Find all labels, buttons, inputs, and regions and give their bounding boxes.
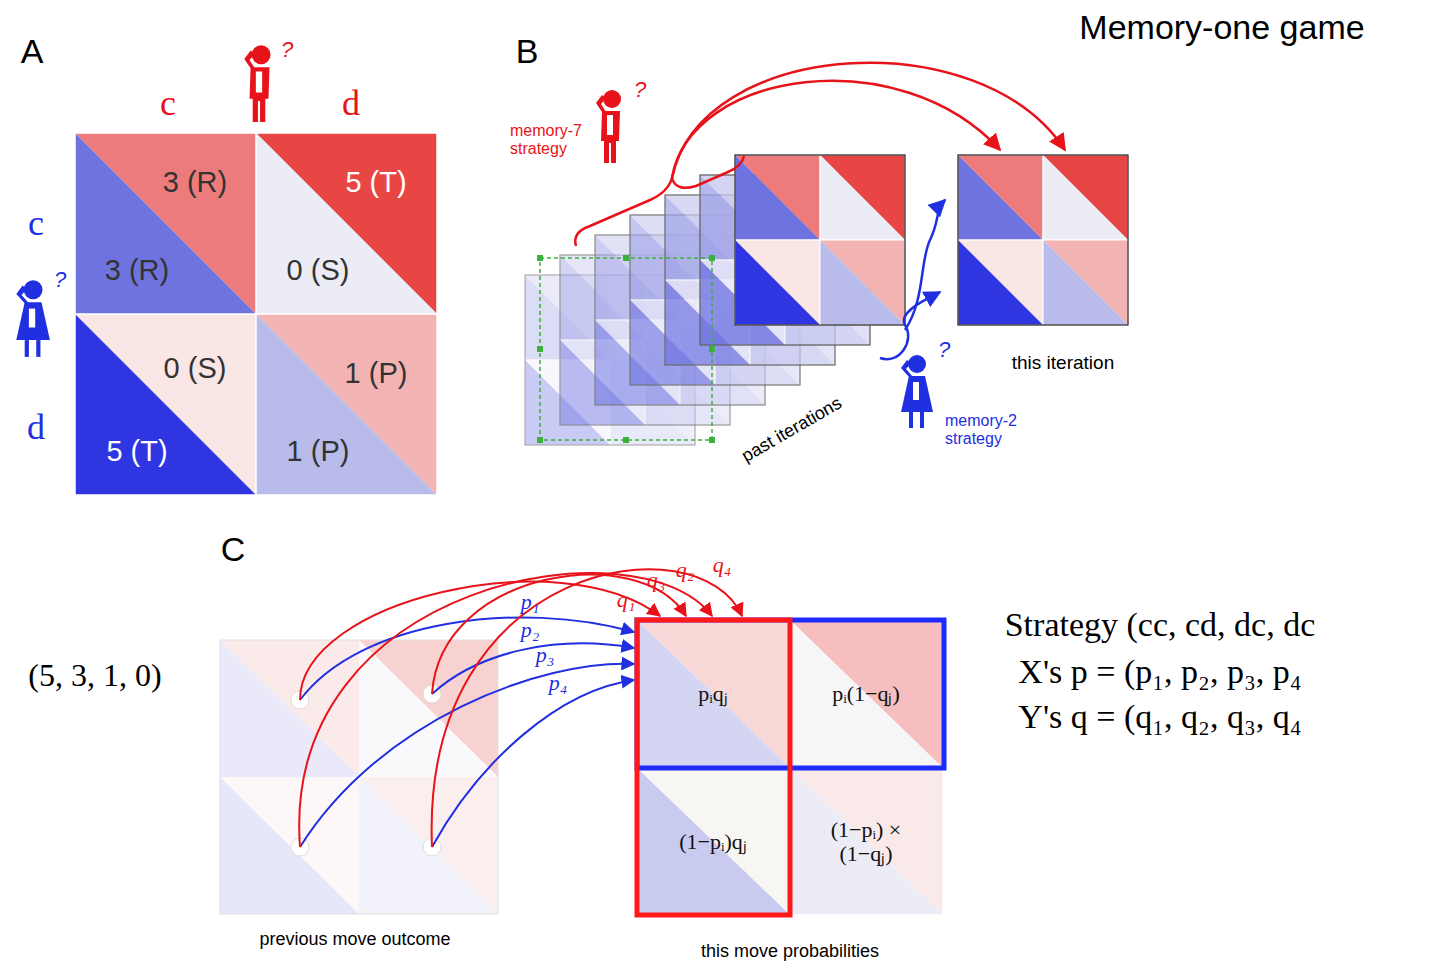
cell-fill — [256, 314, 437, 495]
question-mark: ? — [634, 78, 646, 102]
question-mark: ? — [54, 268, 66, 292]
payoff-cell: 1 (P) 1 (P) — [256, 314, 437, 495]
probability-label: p₂ — [521, 618, 540, 642]
question-mark: ? — [281, 38, 293, 62]
question-mark: ? — [938, 338, 950, 362]
move-label: d — [27, 408, 45, 448]
cell-fill — [75, 133, 256, 314]
probability-label: q₁ — [617, 588, 636, 612]
payoff-value: 0 (S) — [287, 255, 350, 287]
probability-label: p₁ — [521, 590, 540, 614]
payoff-value: 0 (S) — [164, 353, 227, 385]
strategy-definition: Y's q = (q₁, q₂, q₃, q₄ — [1018, 698, 1301, 735]
payoff-cell: 5 (T) 0 (S) — [256, 133, 437, 314]
payoff-value: 1 (P) — [287, 436, 350, 468]
probability-label: p₄ — [549, 671, 568, 695]
cell-fill — [256, 133, 437, 314]
panel-letter: C — [221, 531, 246, 568]
payoff-vector: (5, 3, 1, 0) — [28, 658, 161, 693]
probability-formula: pᵢqⱼ — [698, 682, 728, 706]
move-label: c — [28, 204, 44, 244]
probability-label: q₂ — [676, 558, 695, 582]
probability-cell: (1−pᵢ) × (1−qⱼ) — [790, 768, 943, 915]
probability-cell: pᵢ(1−qⱼ) — [790, 620, 943, 768]
probability-cell: (1−pᵢ)qⱼ — [637, 768, 790, 915]
payoff-cell: 0 (S) 5 (T) — [75, 314, 256, 495]
cell-fill — [75, 314, 256, 495]
matrix-label: this move probabilities — [701, 942, 879, 962]
move-label: d — [342, 84, 360, 124]
move-label: c — [160, 84, 176, 124]
probability-label: p₃ — [536, 643, 555, 667]
payoff-value: 3 (R) — [105, 255, 169, 287]
strategy-definition: X's p = (p₁, p₂, p₃, p₄ — [1018, 653, 1301, 690]
probability-label: q₃ — [647, 568, 666, 592]
probability-formula: (1−pᵢ)qⱼ — [679, 830, 747, 854]
probability-formula: (1−pᵢ) × (1−qⱼ) — [806, 818, 926, 866]
payoff-value: 3 (R) — [163, 167, 227, 199]
payoff-value: 5 (T) — [106, 436, 167, 468]
probability-formula: pᵢ(1−qⱼ) — [832, 682, 900, 706]
figure-title: Memory-one game — [1079, 9, 1364, 46]
panel-letter: A — [21, 33, 44, 70]
strategy-label: memory-2 strategy — [945, 412, 1025, 447]
probability-cell: pᵢqⱼ — [637, 620, 790, 768]
strategy-definition: Strategy (cc, cd, dc, dc — [1005, 606, 1316, 643]
payoff-cell: 3 (R) 3 (R) — [75, 133, 256, 314]
payoff-value: 5 (T) — [345, 167, 406, 199]
matrix-label: previous move outcome — [259, 930, 450, 950]
payoff-value: 1 (P) — [345, 358, 408, 390]
matrix-label: this iteration — [1012, 353, 1114, 374]
probability-label: q₄ — [713, 553, 732, 577]
strategy-label: memory-7 strategy — [510, 122, 590, 157]
panel-letter: B — [516, 33, 539, 70]
